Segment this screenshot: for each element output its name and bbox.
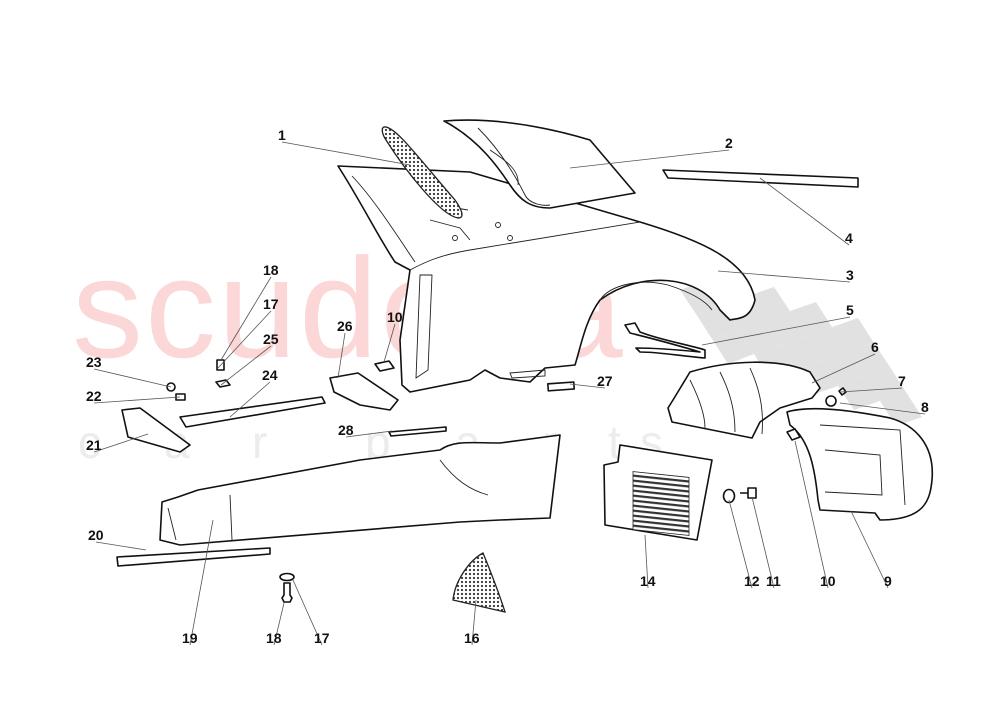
leader-line bbox=[850, 510, 889, 589]
leader-line bbox=[189, 519, 214, 646]
callout-label-c10a: 10 bbox=[820, 573, 836, 589]
leader-line bbox=[728, 499, 753, 589]
fasteners bbox=[374, 360, 847, 504]
callout-label-c1: 1 bbox=[278, 127, 286, 143]
leader-line bbox=[229, 381, 271, 418]
rear-quarter-panel bbox=[337, 165, 756, 393]
sill-bracket bbox=[121, 407, 191, 453]
callout-label-c9: 9 bbox=[884, 573, 892, 589]
leader-line bbox=[751, 496, 775, 589]
leader-line bbox=[644, 534, 649, 589]
leader-line bbox=[337, 332, 346, 379]
support-bracket bbox=[329, 372, 399, 411]
callout-label-c4: 4 bbox=[845, 230, 853, 246]
leader-line bbox=[217, 310, 272, 369]
wire-bracket bbox=[624, 322, 706, 359]
callout-label-c23: 23 bbox=[86, 354, 102, 370]
mesh-triangle-panel bbox=[452, 552, 506, 613]
callout-label-c10b: 10 bbox=[387, 309, 403, 325]
callout-label-c3: 3 bbox=[846, 267, 854, 283]
grille-panel bbox=[603, 444, 713, 541]
callout-label-c20: 20 bbox=[88, 527, 104, 543]
leader-line bbox=[471, 599, 477, 646]
thin-strip bbox=[388, 426, 447, 437]
mesh-grille-strip bbox=[381, 126, 463, 219]
callout-label-c5: 5 bbox=[846, 302, 854, 318]
leader-line bbox=[93, 433, 149, 453]
leader-line bbox=[759, 177, 850, 246]
callout-label-c26: 26 bbox=[337, 318, 353, 334]
air-intake-cover bbox=[443, 119, 636, 209]
watermark-letter: r bbox=[252, 416, 268, 468]
callout-label-c28: 28 bbox=[338, 422, 354, 438]
callout-label-c6: 6 bbox=[871, 339, 879, 355]
callout-label-c27: 27 bbox=[597, 373, 613, 389]
callout-label-c18b: 18 bbox=[266, 630, 282, 646]
leader-line bbox=[839, 387, 903, 393]
leader-line bbox=[569, 383, 606, 389]
callout-label-c19: 19 bbox=[182, 630, 198, 646]
callout-label-c17b: 17 bbox=[314, 630, 330, 646]
callout-label-c17a: 17 bbox=[263, 296, 279, 312]
leader-line bbox=[93, 368, 172, 388]
leader-line bbox=[383, 323, 396, 363]
watermark-letter: c bbox=[78, 416, 101, 468]
leader-line bbox=[701, 316, 851, 346]
callout-label-c14: 14 bbox=[640, 573, 656, 589]
leader-line bbox=[811, 353, 876, 384]
wheel-arch-liner bbox=[667, 361, 821, 439]
callout-label-c24: 24 bbox=[262, 367, 278, 383]
callout-label-c16: 16 bbox=[464, 630, 480, 646]
bolt-horizontal bbox=[175, 393, 186, 401]
leader-line bbox=[292, 579, 323, 646]
callout-label-c25: 25 bbox=[263, 331, 279, 347]
leader-line bbox=[569, 149, 730, 169]
callout-label-c21: 21 bbox=[86, 437, 102, 453]
leader-line bbox=[281, 141, 411, 166]
callout-label-c7: 7 bbox=[898, 373, 906, 389]
rear-wheel-well bbox=[786, 407, 934, 521]
watermark-letter: t bbox=[608, 416, 621, 468]
leader-line bbox=[95, 541, 147, 551]
callout-label-c8: 8 bbox=[921, 399, 929, 415]
callout-label-c2: 2 bbox=[725, 135, 733, 151]
leader-line bbox=[220, 345, 272, 386]
callout-label-c12: 12 bbox=[744, 573, 760, 589]
leader-line bbox=[839, 402, 926, 415]
callout-leader-lines bbox=[93, 141, 926, 646]
bolt bbox=[281, 582, 293, 603]
washer bbox=[279, 572, 295, 582]
sill-strip bbox=[179, 396, 326, 428]
leader-line bbox=[794, 440, 829, 589]
small-plate bbox=[547, 381, 576, 392]
leader-line bbox=[717, 270, 851, 283]
callout-label-c11: 11 bbox=[766, 573, 781, 589]
callout-label-c22: 22 bbox=[86, 388, 102, 404]
side-skirt bbox=[116, 434, 561, 567]
leader-line bbox=[220, 276, 272, 361]
leader-line bbox=[345, 430, 393, 438]
leader-line bbox=[93, 396, 181, 404]
leader-line bbox=[273, 602, 285, 646]
callout-label-c18a: 18 bbox=[263, 262, 279, 278]
